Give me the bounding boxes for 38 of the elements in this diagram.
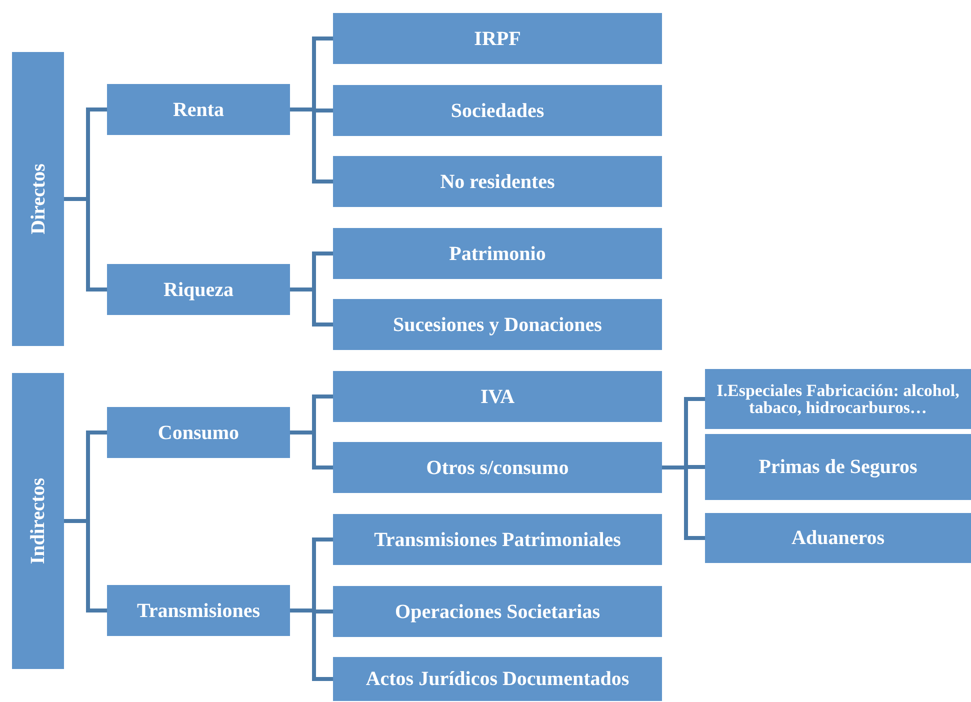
box-label: Otros s/consumo	[426, 456, 569, 478]
box-label: Sociedades	[450, 100, 544, 122]
category-box	[333, 228, 662, 279]
box-label: IRPF	[474, 28, 521, 50]
category-box	[12, 52, 64, 346]
box-label: I.Especiales Fabricación: alcohol, tabaco, hidrocarburos…	[716, 382, 960, 416]
box-label: Operaciones Societarias	[395, 600, 600, 622]
category-box	[333, 657, 662, 701]
box-label: Aduaneros	[792, 527, 884, 549]
box-label: Sucesiones y Donaciones	[393, 314, 602, 336]
category-box	[333, 586, 662, 637]
category-box	[705, 369, 971, 429]
box-label: IVA	[480, 386, 515, 408]
category-box	[333, 85, 662, 136]
category-box	[333, 156, 662, 207]
box-label: Transmisiones Patrimoniales	[374, 528, 621, 550]
category-box	[333, 371, 662, 422]
box-label: Primas de Seguros	[758, 456, 918, 478]
category-box	[107, 264, 290, 315]
category-box	[107, 407, 290, 458]
box-label: Patrimonio	[449, 242, 546, 264]
category-box	[333, 442, 662, 493]
box-label: Directos	[27, 164, 49, 234]
category-box	[333, 514, 662, 565]
category-box	[107, 84, 290, 135]
box-label: Riqueza	[164, 278, 234, 300]
box-label: No residentes	[440, 170, 555, 192]
category-box	[333, 13, 662, 64]
category-box	[705, 513, 971, 563]
category-box	[333, 299, 662, 350]
box-label: Renta	[172, 98, 224, 120]
box-label: Actos Jurídicos Documentados	[366, 668, 630, 690]
category-box	[705, 434, 971, 500]
box-label: Indirectos	[27, 478, 49, 564]
category-box	[107, 585, 290, 636]
box-label: Transmisiones	[137, 600, 260, 622]
category-box	[12, 373, 64, 669]
box-label: Consumo	[158, 422, 240, 444]
